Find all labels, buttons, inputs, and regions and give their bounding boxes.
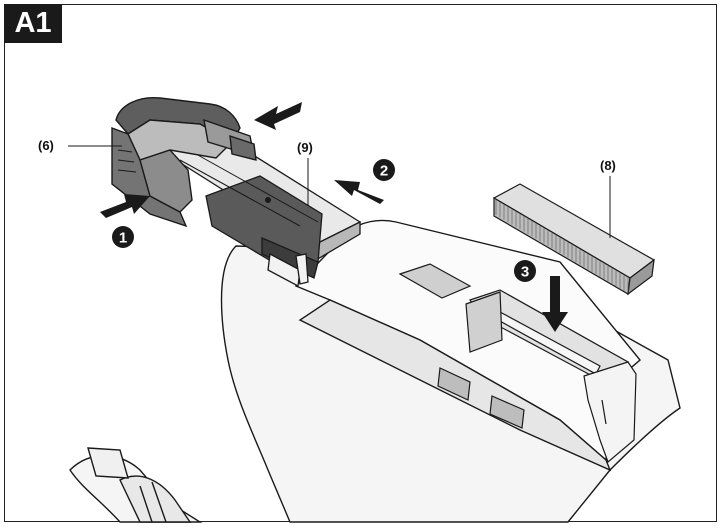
pusher-cap <box>111 97 257 228</box>
magazine-channel <box>465 289 637 464</box>
step-3-marker <box>514 260 536 282</box>
step-1-number: 1 <box>119 230 127 247</box>
staple-ribs <box>495 200 629 293</box>
callout-part-8: (8) <box>600 158 616 173</box>
figure-badge: A1 <box>4 4 62 43</box>
arrow-insert-staples <box>542 276 568 332</box>
step-1-marker <box>112 226 134 248</box>
step-3-number: 3 <box>521 264 529 281</box>
arrow-press-cap-top <box>254 102 302 130</box>
step-2-number: 2 <box>380 163 388 180</box>
callout-part-6: (6) <box>38 138 54 153</box>
housing-slots <box>398 263 525 429</box>
arrow-press-cap-bottom <box>100 194 150 218</box>
step-2-marker <box>373 159 395 181</box>
arrow-slide-out <box>334 180 384 204</box>
callout-part-9: (9) <box>297 140 313 155</box>
